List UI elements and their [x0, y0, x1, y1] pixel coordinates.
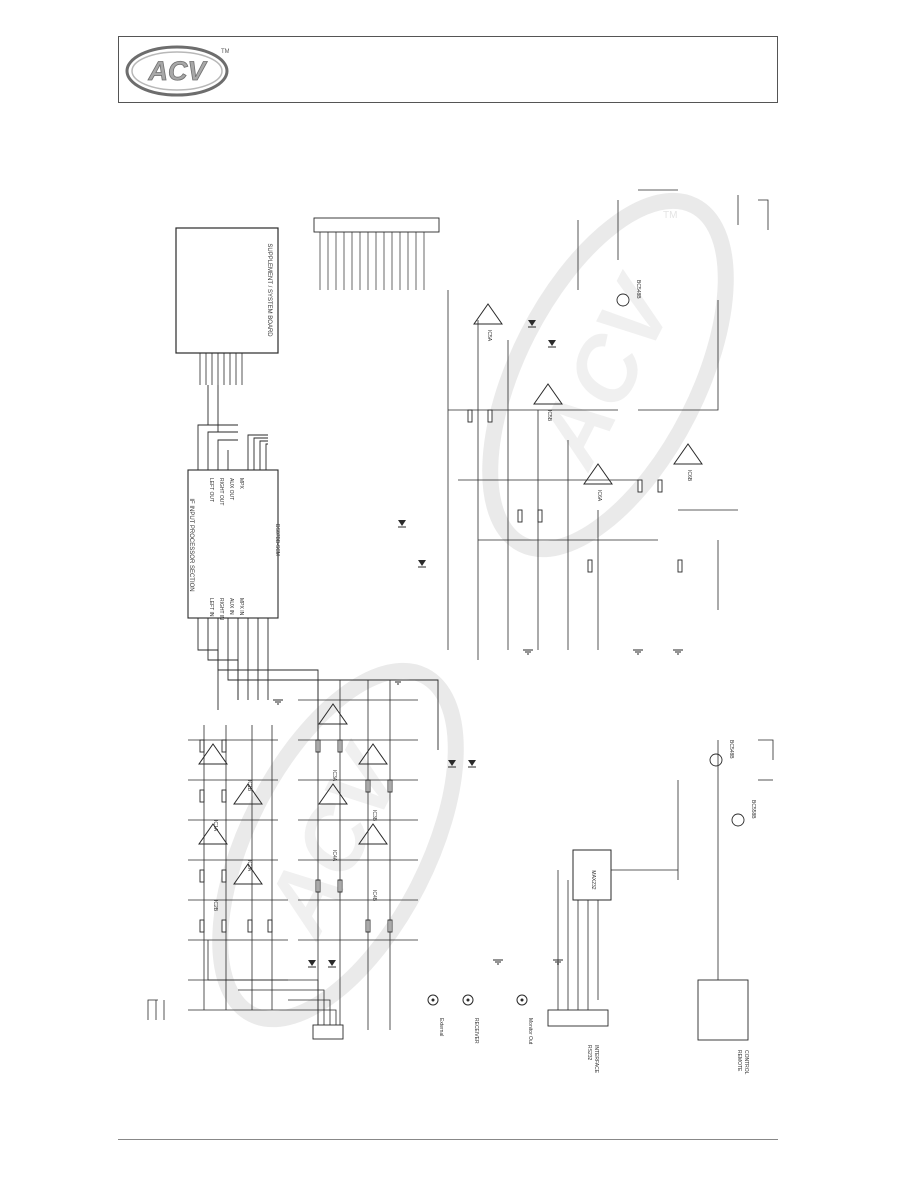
max232-label: MAX232	[590, 870, 596, 889]
logo-trademark: TM	[221, 49, 229, 55]
opamp-label-ic4a: IC4A	[331, 850, 337, 862]
footer-rule	[118, 1139, 778, 1140]
rs232-label: RS232	[586, 1045, 592, 1061]
opamp-label-ic4b: IC4B	[371, 890, 377, 902]
control-label: CONTROL	[743, 1050, 749, 1075]
remote-control-connector	[697, 979, 749, 1041]
remote-label: REMOTE	[736, 1050, 742, 1072]
transistor-tr3-label: BC548B	[635, 280, 641, 299]
input-jack-j1: External	[427, 994, 444, 1036]
opamp-label-ic5a: IC5A	[486, 330, 492, 342]
pin-label-right-out: RIGHT OUT	[218, 478, 224, 505]
opamp-stage-top-wires	[188, 725, 288, 1010]
j1-label: External	[438, 1018, 444, 1036]
opamp-label-ic1b: IC1B	[246, 780, 252, 792]
transistor-tr3: BC548B	[616, 280, 641, 307]
header-pin-wires	[319, 232, 425, 290]
j3-label: RECEIVER	[473, 1018, 479, 1044]
acv-logo: ACV TM	[125, 45, 229, 97]
supplement-module-block	[175, 227, 279, 354]
opamp-label-ic3b: IC3B	[371, 810, 377, 822]
opamp-label-ic6a: IC6A	[596, 490, 602, 502]
module-title: SUPPLEMENT / SYSTEM BOARD	[266, 243, 272, 337]
logo-text: ACV	[147, 56, 207, 86]
header-box: ACV TM	[118, 36, 778, 103]
transistor-tr1-label: BC548B	[728, 740, 734, 759]
pin-label-right-in: RIGHT IN	[218, 598, 224, 620]
audio-pin-header	[312, 1024, 344, 1040]
input-jack-j3: RECEIVER	[462, 994, 479, 1044]
bottom-right-marks	[737, 195, 774, 781]
watermark-logo-upper: ACV TM	[482, 192, 734, 558]
pin-label-aux-out: AUX OUT	[228, 478, 234, 500]
j2-label: Monitor Out	[527, 1018, 533, 1045]
opamp-label-ic3a: IC3A	[331, 770, 337, 782]
db9-connector	[547, 1009, 609, 1027]
transistor-tr1: BC548B	[709, 740, 734, 767]
rs232-wires	[557, 740, 719, 1010]
module-connector-pins	[199, 353, 243, 385]
processor-title: IF INPUT PROCESSOR SECTION	[188, 498, 194, 591]
processor-part: DS87BB-SCM	[274, 524, 280, 556]
max232-ic	[572, 849, 612, 901]
transistor-tr2-label: BC558B	[750, 800, 756, 819]
opamp-label-ic5b: IC5B	[546, 410, 552, 422]
opamp-stage-right-wires	[447, 189, 738, 660]
processor-wires	[197, 385, 439, 750]
rs232-interface-label: INTERFACE	[593, 1045, 599, 1074]
pin-label-left-in: LEFT IN	[208, 598, 214, 617]
output-jack-j2: Monitor Out	[516, 994, 533, 1045]
watermark-trademark: TM	[663, 210, 677, 221]
pin-label-mpx: MPX	[238, 478, 244, 490]
opamp-label-ic2a: IC2A	[246, 860, 252, 872]
opamp-label-ic1a: IC1A	[212, 820, 218, 832]
pin-label-mpx-in: MPX IN	[238, 598, 244, 616]
audio-header-wires	[147, 940, 337, 1025]
opamp-label-ic6b: IC6B	[686, 470, 692, 482]
pin-label-aux-in: AUX IN	[228, 598, 234, 615]
opamp-label-ic2b: IC2B	[212, 900, 218, 912]
watermark-logo-lower: ACV	[212, 662, 464, 1028]
transistor-tr2: BC558B	[731, 800, 756, 827]
schematic-diagram: ACV ACV TM SUPPLEMENT / SYSTEM BOARD IF …	[147, 189, 774, 1075]
opamp-stage-middle-wires	[298, 680, 418, 1030]
pin-label-left-out: LEFT OUT	[208, 478, 214, 502]
header-pin-strip	[313, 217, 440, 233]
input-processor-block	[187, 469, 279, 619]
